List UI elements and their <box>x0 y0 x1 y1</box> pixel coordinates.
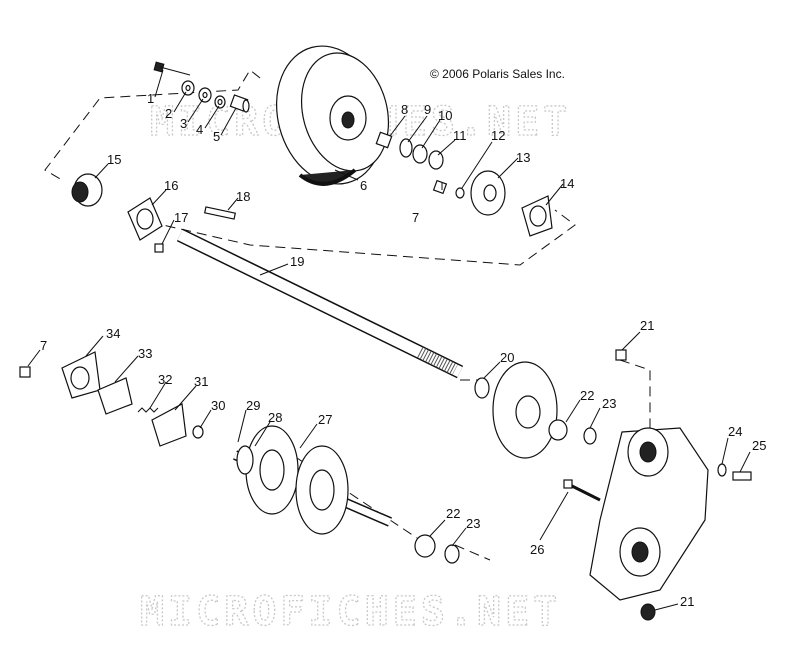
label-1: 1 <box>147 91 154 106</box>
snap-ring-part-20 <box>474 377 490 399</box>
label-leaders <box>27 69 751 611</box>
bearing-part-22-upper <box>548 419 568 441</box>
label-8: 8 <box>401 102 408 117</box>
part-labels: 1 2 3 4 5 6 8 9 10 11 12 13 14 7 15 16 1… <box>40 91 766 609</box>
chaincase-housing <box>589 427 709 601</box>
gasket-part-33 <box>97 377 133 415</box>
label-21-bottom: 21 <box>680 594 694 609</box>
label-28: 28 <box>268 410 282 425</box>
label-33: 33 <box>138 346 152 361</box>
drive-shaft-part-27 <box>233 425 392 535</box>
label-9: 9 <box>424 102 431 117</box>
label-17: 17 <box>174 210 188 225</box>
nut-part-21-top <box>615 349 627 361</box>
label-16: 16 <box>164 178 178 193</box>
washer-part-12 <box>455 187 465 199</box>
seal-part-23-lower <box>444 544 460 564</box>
bearing-part-15 <box>71 173 103 207</box>
label-2: 2 <box>165 106 172 121</box>
copyright-text: © 2006 Polaris Sales Inc. <box>430 67 565 81</box>
nut-part-7-lower <box>19 366 31 378</box>
label-22-lower: 22 <box>446 506 460 521</box>
label-27: 27 <box>318 412 332 427</box>
bolt-part-25 <box>732 471 752 481</box>
label-10: 10 <box>438 108 452 123</box>
label-20: 20 <box>500 350 514 365</box>
bolt-part-17 <box>154 243 164 253</box>
label-21-top: 21 <box>640 318 654 333</box>
label-18: 18 <box>236 189 250 204</box>
label-31: 31 <box>194 374 208 389</box>
label-3: 3 <box>180 116 187 131</box>
label-32: 32 <box>158 372 172 387</box>
label-22-upper: 22 <box>580 388 594 403</box>
bearing-plate-part-13 <box>470 170 506 216</box>
spring-part-32 <box>137 407 159 413</box>
bearing-housing-part-34 <box>61 351 101 399</box>
label-30: 30 <box>211 398 225 413</box>
label-5: 5 <box>213 129 220 144</box>
label-7-top: 7 <box>412 210 419 225</box>
assembly-dash-lines <box>44 69 651 590</box>
flange-part-14 <box>521 195 553 237</box>
label-23-upper: 23 <box>602 396 616 411</box>
label-24: 24 <box>728 424 742 439</box>
bushing-part-5 <box>229 94 250 113</box>
key-part-18 <box>203 206 237 220</box>
label-15: 15 <box>107 152 121 167</box>
flange-part-16 <box>127 197 163 241</box>
label-11: 11 <box>453 128 467 143</box>
label-29: 29 <box>246 398 260 413</box>
label-25: 25 <box>752 438 766 453</box>
label-19: 19 <box>290 254 304 269</box>
nut-part-30 <box>192 425 204 439</box>
label-23-lower: 23 <box>466 516 480 531</box>
label-4: 4 <box>196 122 203 137</box>
label-26: 26 <box>530 542 544 557</box>
washer-parts-2-4 <box>181 80 226 109</box>
washer-part-24 <box>717 463 727 477</box>
flange-part-31 <box>151 403 187 447</box>
jackshaft-part-19 <box>176 228 464 379</box>
label-34: 34 <box>106 326 120 341</box>
watermark-bottom: MICROFICHES.NET <box>140 589 561 635</box>
label-13: 13 <box>516 150 530 165</box>
brake-disc <box>492 361 558 459</box>
label-7-lower: 7 <box>40 338 47 353</box>
seal-rings-parts-8-11 <box>375 131 444 170</box>
bolt-part-1 <box>153 61 191 76</box>
bearing-part-22-lower <box>414 534 436 558</box>
driven-sprocket-part-6 <box>276 45 390 186</box>
bolt-part-26 <box>563 479 601 502</box>
label-6: 6 <box>360 178 367 193</box>
label-14: 14 <box>560 176 574 191</box>
nut-part-21-bottom <box>640 603 656 621</box>
seal-part-23-upper <box>583 427 597 445</box>
nut-part-7-top <box>432 179 448 195</box>
label-12: 12 <box>491 128 505 143</box>
